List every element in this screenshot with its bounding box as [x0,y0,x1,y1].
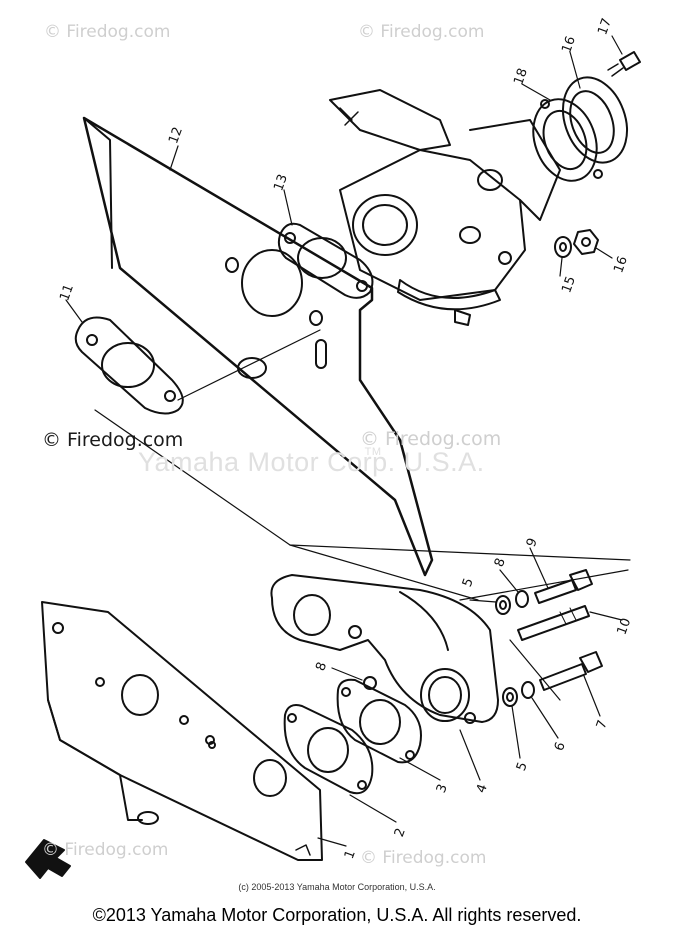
gasket-2 [283,704,374,795]
watermark-brand: Yamaha Motor Corp. U.S.A.TM [138,446,502,478]
carburetor [329,89,561,326]
callout-15: 16 [611,254,631,275]
watermark-middle-right: © Firedog.com [360,428,502,450]
callout-12: 12 [166,125,186,146]
callout-2: 2 [392,826,409,839]
mounting-plate [41,601,323,861]
callout-8-lower: 8 [313,660,330,673]
callout-4: 4 [474,782,491,795]
callout-1: 1 [342,848,359,861]
callout-10: 10 [615,616,635,637]
intake-manifold [270,574,499,724]
watermark-bottom-left: © Firedog.com [42,840,169,860]
gasket-11 [74,316,184,415]
washer-5-lower [502,687,518,707]
callout-9: 9 [524,536,541,549]
bolt-9 [534,569,593,604]
callout-8-upper: 8 [492,556,509,569]
callout-6: 6 [552,740,569,753]
callout-16: 16 [559,34,579,55]
nut-15 [573,229,599,255]
washer-5-upper [495,595,511,615]
callout-5-upper: 5 [460,576,477,589]
washer-14 [554,236,572,258]
bolt-7 [539,651,603,691]
gasket-3 [336,678,422,764]
gasket-18 [532,98,603,182]
watermark-brand-text: Yamaha Motor Corp. U.S.A. [138,447,485,477]
watermark-brand-tm: TM [364,446,382,458]
callout-14: 15 [559,274,579,295]
spring-washer-6 [521,681,535,699]
projection-lines [94,329,631,701]
watermark-top-left: © Firedog.com [44,22,171,42]
callout-3: 3 [434,782,451,795]
screw-17 [607,51,641,77]
flange-16 [562,76,628,164]
washer-8-lower [363,676,377,690]
callout-18: 18 [511,66,531,87]
callout-13: 13 [271,172,291,193]
front-arrow-icon [25,839,71,879]
heat-shield-plate [82,116,434,577]
callout-7: 7 [594,718,611,731]
callout-5-lower: 5 [514,760,531,773]
gasket-13 [277,222,374,299]
callout-11: 11 [57,282,77,303]
watermark-top-right: © Firedog.com [358,22,485,42]
watermark-middle-left: © Firedog.com [42,429,184,451]
watermark-bottom-right: © Firedog.com [360,848,487,868]
small-copyright: (c) 2005-2013 Yamaha Motor Corporation, … [238,882,436,892]
washer-8-upper [515,590,529,608]
stud-10 [517,605,590,641]
leader-lines [65,35,623,847]
footer-copyright: ©2013 Yamaha Motor Corporation, U.S.A. A… [92,905,582,925]
callout-17: 17 [595,16,615,37]
